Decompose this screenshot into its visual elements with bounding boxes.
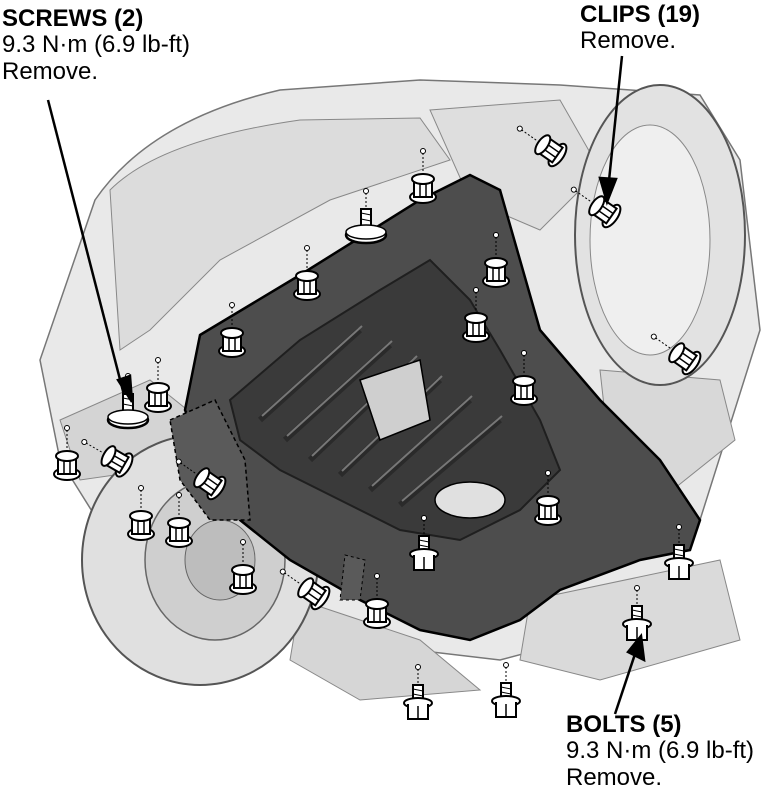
right-tire (574, 84, 746, 386)
bolts-arrowhead (626, 632, 646, 663)
bolts-torque: 9.3 N·m (6.9 lb-ft) (566, 737, 755, 765)
screws-callout: SCREWS (2) 9.3 N·m (6.9 lb-ft) Remove. (2, 5, 191, 85)
clips-title: CLIPS (19) (580, 1, 701, 28)
leader-arrows (46, 55, 646, 715)
screws-arrowhead (116, 374, 134, 403)
bolts-action: Remove. (566, 763, 663, 791)
clips-arrowhead (598, 176, 618, 206)
bolts-title: BOLTS (5) (566, 711, 682, 738)
screws-title: SCREWS (2) (2, 5, 144, 32)
bolts-leader-line (613, 644, 640, 715)
clips-callout: CLIPS (19) Remove. (580, 1, 701, 55)
screws-torque: 9.3 N·m (6.9 lb-ft) (2, 31, 191, 59)
bolt (491, 661, 521, 718)
bolts-callout: BOLTS (5) 9.3 N·m (6.9 lb-ft) Remove. (566, 711, 755, 791)
clips-leader-line (606, 55, 624, 191)
screws-action: Remove. (2, 57, 99, 85)
screws-leader-line (46, 99, 126, 396)
clips-action: Remove. (580, 27, 677, 55)
